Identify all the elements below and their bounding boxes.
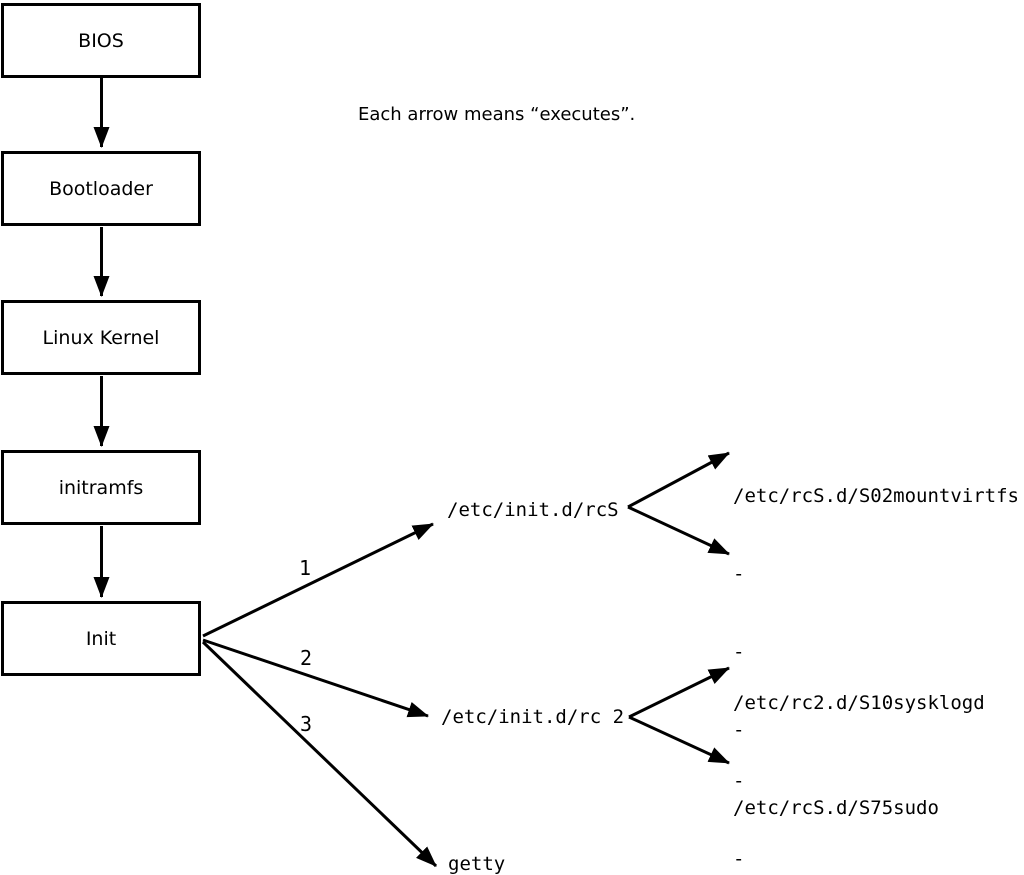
target-rcS: /etc/init.d/rcS xyxy=(447,499,619,521)
rcS-script-ellipsis: - xyxy=(733,719,745,741)
target-rc2: /etc/init.d/rc 2 xyxy=(441,706,625,728)
arrow-rc2-to-last-script xyxy=(628,715,730,765)
branch-label-1: 1 xyxy=(298,556,312,580)
node-bios: BIOS xyxy=(1,3,201,78)
rc2-script-first: /etc/rc2.d/S10sysklogd xyxy=(733,692,985,714)
rcS-script-ellipsis: - xyxy=(733,641,745,663)
arrow-init-to-rc2 xyxy=(202,638,429,718)
arrow-rcS-to-first-script xyxy=(627,451,730,509)
node-linux-kernel: Linux Kernel xyxy=(1,300,201,375)
arrow-init-to-rcS xyxy=(202,522,434,638)
node-init-label: Init xyxy=(85,627,117,650)
rcS-script-first: /etc/rcS.d/S02mountvirtfs xyxy=(733,485,1019,507)
node-initramfs-label: initramfs xyxy=(58,476,144,499)
rc2-script-ellipsis: - xyxy=(733,848,745,870)
node-bootloader: Bootloader xyxy=(1,151,201,226)
branch-label-2: 2 xyxy=(299,646,313,670)
arrow-rc2-to-first-script xyxy=(628,666,730,719)
arrow-init-to-getty xyxy=(201,640,438,868)
rc2-script-ellipsis: - xyxy=(733,770,745,792)
arrow-rcS-to-last-script xyxy=(627,505,730,556)
node-bios-label: BIOS xyxy=(78,29,124,52)
node-linux-kernel-label: Linux Kernel xyxy=(42,326,160,349)
branch-label-3: 3 xyxy=(299,712,313,736)
rcS-script-last: /etc/rcS.d/S75sudo xyxy=(733,797,939,819)
node-bootloader-label: Bootloader xyxy=(49,177,153,200)
node-init: Init xyxy=(1,601,201,676)
rcS-script-list: /etc/rcS.d/S02mountvirtfs - - - /etc/rcS… xyxy=(733,431,1019,873)
legend-note: Each arrow means “executes”. xyxy=(358,104,636,125)
rc2-script-list: /etc/rc2.d/S10sysklogd - - - /etc/rc2.d/… xyxy=(733,638,985,875)
target-getty: getty xyxy=(448,853,506,875)
node-initramfs: initramfs xyxy=(1,450,201,525)
rcS-script-ellipsis: - xyxy=(733,563,745,585)
